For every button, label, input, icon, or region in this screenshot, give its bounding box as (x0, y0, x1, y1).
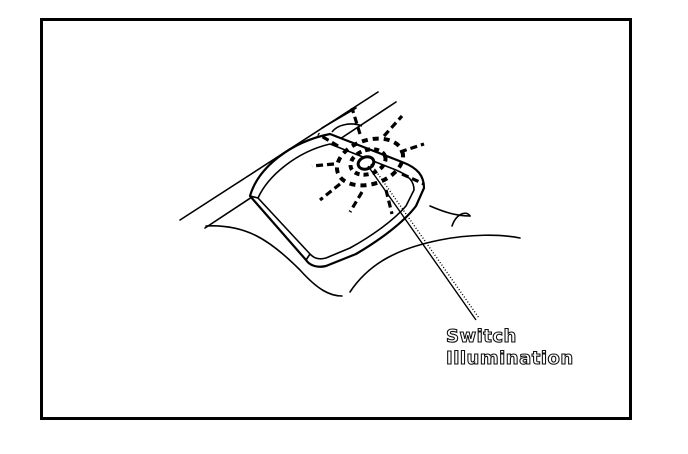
switch-housing-bevel-2 (305, 253, 311, 261)
light-ray (319, 182, 341, 202)
switch-indicator-lamp (356, 155, 376, 171)
switch-housing-bevel (249, 195, 259, 199)
light-ray (348, 191, 364, 213)
light-ray (399, 142, 425, 154)
panel-top-line (321, 107, 357, 129)
switch-illumination-label: Switch Illumination (445, 325, 574, 370)
illumination-ring-inner (348, 147, 388, 177)
panel-lower-curve (205, 225, 343, 297)
light-ray (311, 162, 335, 168)
callout-leader-line (367, 165, 477, 321)
callout-line-2: Illumination (445, 347, 574, 369)
switch-housing-outer (248, 132, 426, 268)
callout-line-1: Switch (445, 325, 517, 347)
light-ray (317, 132, 339, 148)
panel-lower-curve-2 (349, 234, 521, 293)
switch-housing-inner (257, 143, 415, 260)
light-ray (350, 107, 362, 135)
switch-top-cap (331, 123, 363, 133)
light-ray (401, 172, 425, 186)
panel-notch (451, 212, 471, 227)
light-ray (382, 114, 404, 138)
callout-leader-line-2 (370, 163, 480, 319)
panel-notch-2 (429, 205, 471, 217)
